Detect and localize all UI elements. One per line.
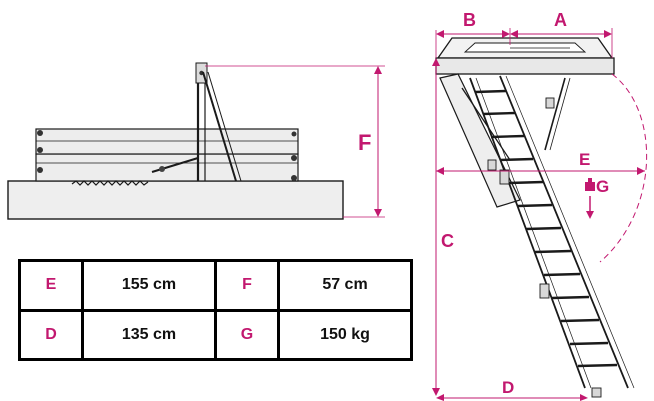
weight-icon — [585, 178, 595, 191]
load-indicator: G — [585, 177, 609, 219]
hinge-knobs — [37, 130, 297, 181]
ladder-section-upper — [35, 128, 299, 155]
spec-key-d: D — [18, 308, 84, 361]
dimension-label-g: G — [596, 177, 609, 196]
ceiling-slab — [7, 180, 344, 220]
spec-value-g: 150 kg — [277, 308, 413, 361]
dimension-a-b: B A — [435, 10, 613, 58]
deployed-ladder-view — [435, 37, 635, 398]
spec-value-d: 135 cm — [81, 308, 217, 361]
tension-spring — [71, 180, 149, 186]
dimension-label-c: C — [441, 231, 454, 251]
ladder-hinges — [487, 97, 602, 398]
dimension-label-f: F — [358, 130, 371, 155]
folded-ladder-view — [7, 62, 344, 220]
spec-key-e: E — [18, 259, 84, 312]
spec-key-g: G — [214, 308, 280, 361]
ladder-rail-left — [469, 77, 586, 389]
dimension-label-d: D — [502, 378, 514, 397]
arrow-down-icon — [586, 196, 594, 219]
dimension-d: D — [436, 378, 588, 401]
spec-value-e: 155 cm — [81, 259, 217, 312]
table-row: E 155 cm F 57 cm — [18, 259, 413, 312]
spec-table: E 155 cm F 57 cm D 135 cm G 150 kg — [18, 259, 413, 361]
spec-key-f: F — [214, 259, 280, 312]
spec-value-f: 57 cm — [277, 259, 413, 312]
dimension-label-a: A — [554, 10, 567, 30]
ladder-rail-right — [499, 75, 629, 389]
dimension-c: C — [432, 58, 454, 396]
dimension-f: F — [205, 65, 385, 218]
diagonal-arm — [202, 71, 237, 182]
dimension-label-b: B — [463, 10, 476, 30]
dimension-e: E — [436, 150, 645, 175]
door-swing-arc — [599, 73, 647, 263]
dimension-label-e: E — [579, 150, 590, 169]
ladder-rungs — [474, 89, 618, 368]
table-row: D 135 cm G 150 kg — [18, 308, 413, 361]
